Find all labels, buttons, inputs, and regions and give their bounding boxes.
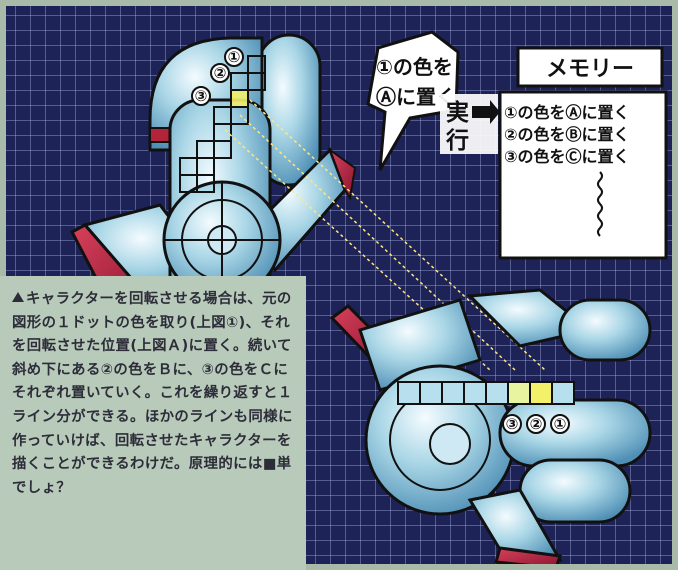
caption-text: キャラクターを回転させる場合は、元の図形の１ドットの色を取り(上図①)、それを回… — [12, 291, 293, 496]
bottom-label-2: ② — [530, 415, 543, 433]
bottom-label-3: ③ — [506, 415, 519, 433]
top-label-1: ① — [228, 48, 241, 66]
memory-continuation-dots — [597, 171, 603, 237]
top-label-3: ③ — [195, 87, 208, 105]
up-arrow-icon — [12, 292, 24, 302]
ship-rotated — [329, 288, 652, 570]
bottom-number-labels: ③ ② ① — [502, 414, 570, 434]
execute-char-2: 行 — [445, 127, 469, 154]
memory-panel: メモリー ①の色をⒶに置く ②の色をⒷに置く ③の色をⒸに置く — [498, 46, 668, 260]
bottom-label-1: ① — [554, 415, 567, 433]
caption-box: キャラクターを回転させる場合は、元の図形の１ドットの色を取り(上図①)、それを回… — [0, 276, 306, 570]
memory-title: メモリー — [546, 57, 634, 82]
memory-line-2: ②の色をⒷに置く — [504, 125, 630, 144]
top-label-2: ② — [214, 64, 227, 82]
top-number-labels: ① ② ③ — [191, 47, 244, 106]
memory-line-1: ①の色をⒶに置く — [504, 103, 630, 122]
execute-char-1: 実 — [446, 99, 469, 126]
caption-paragraph: キャラクターを回転させる場合は、元の図形の１ドットの色を取り(上図①)、それを回… — [12, 288, 296, 500]
memory-line-3: ③の色をⒸに置く — [504, 147, 630, 166]
execute-arrow-icon — [472, 100, 500, 124]
execute-label: 実 行 — [440, 94, 500, 154]
bubble-line-1: ①の色を — [376, 55, 453, 79]
